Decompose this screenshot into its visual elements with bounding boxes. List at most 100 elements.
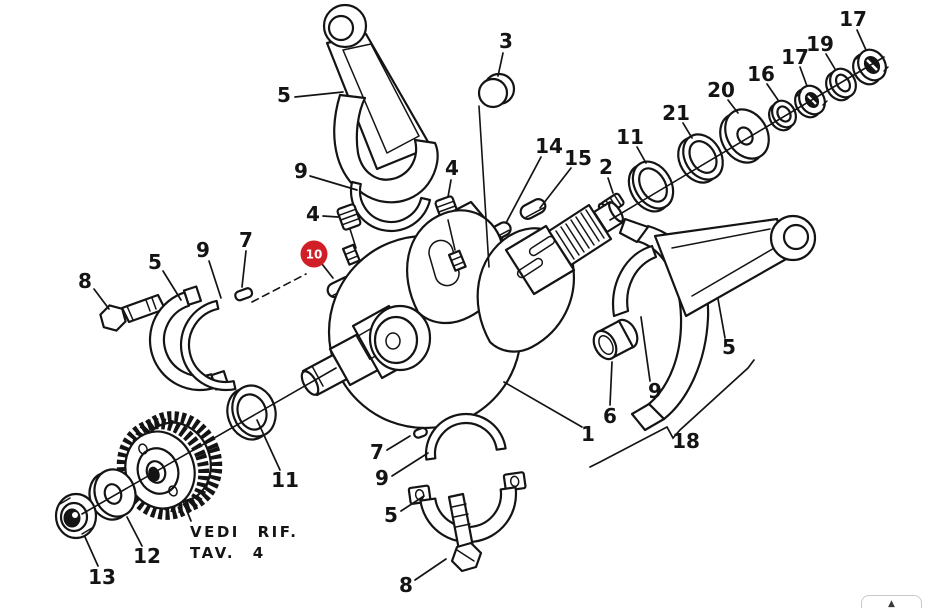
callout-13: 13 — [88, 565, 116, 589]
note-leader — [182, 500, 192, 522]
leader-line — [607, 177, 614, 194]
arrow-up-icon: ▲ — [888, 599, 895, 608]
leader-line — [309, 175, 358, 191]
stud-line-b — [447, 219, 456, 251]
callout-7: 7 — [239, 228, 253, 252]
leader-line — [503, 381, 583, 428]
diagram-parts — [54, 3, 889, 573]
callout-21: 21 — [662, 101, 690, 125]
stud-line-a — [349, 228, 357, 249]
callout-12: 12 — [133, 544, 161, 568]
callout-20: 20 — [707, 78, 735, 102]
cap-bolt-8b — [447, 492, 483, 573]
callout-5: 5 — [384, 503, 398, 527]
crankshaft — [300, 200, 625, 430]
leader-line — [539, 167, 572, 209]
leader-line — [636, 146, 647, 164]
leader-line — [727, 99, 739, 114]
rod-bearing-shell-top — [349, 180, 432, 233]
callout-5: 5 — [277, 83, 291, 107]
callout-19: 19 — [806, 32, 834, 56]
callout-9: 9 — [648, 379, 662, 403]
leader-line — [256, 419, 281, 471]
highlight-label: 10 — [306, 248, 323, 262]
callout-8: 8 — [399, 573, 413, 597]
scroll-top-button[interactable]: ▲ — [861, 595, 922, 608]
web-stud-a — [341, 243, 361, 266]
leader-line — [414, 558, 447, 581]
leader-line — [609, 361, 613, 406]
leader-line — [84, 536, 99, 567]
leader-line — [856, 29, 867, 51]
leader-line — [505, 156, 542, 224]
callout-1: 1 — [581, 422, 595, 446]
callout-4: 4 — [445, 156, 459, 180]
leader-line — [766, 83, 779, 101]
callout-3: 3 — [499, 29, 513, 53]
callout-9: 9 — [375, 466, 389, 490]
highlight-circle[interactable] — [300, 240, 328, 268]
assembly-axis-right — [609, 56, 885, 221]
woodruff-key-15 — [519, 198, 547, 220]
callout-2: 2 — [599, 155, 613, 179]
locating-pin-7a — [234, 287, 254, 302]
spacer-ring-21 — [677, 133, 724, 184]
shell-axis-dash — [251, 273, 307, 303]
leader-line — [799, 66, 808, 87]
main-bearing-bolt-8a — [99, 293, 167, 332]
reference-note-line1: VEDI RIF. — [190, 523, 298, 541]
washer-20 — [719, 108, 770, 164]
leader-line — [825, 53, 836, 70]
group-bracket-18 — [589, 359, 755, 468]
callout-14: 14 — [535, 134, 563, 158]
assembly-axis-left — [81, 367, 337, 515]
callout-11: 11 — [616, 125, 644, 149]
main-bearing-shell-9b — [424, 412, 507, 461]
spacer-ring-11 — [627, 160, 675, 213]
highlight-leader — [321, 263, 334, 279]
callout-5: 5 — [148, 250, 162, 274]
callout-7: 7 — [370, 440, 384, 464]
leader-line — [497, 52, 504, 77]
spacer-ring-11-left — [226, 384, 277, 441]
leader-line — [126, 516, 143, 547]
locating-pin-7b — [413, 426, 428, 439]
plug-position-line — [478, 105, 490, 268]
callout-17: 17 — [839, 7, 867, 31]
leader-line — [386, 435, 411, 451]
leader-line — [682, 122, 693, 139]
callout-8: 8 — [78, 269, 92, 293]
piston-pin-plug — [477, 72, 516, 109]
callout-9: 9 — [294, 159, 308, 183]
leader-line — [717, 298, 726, 339]
leader-line — [447, 179, 452, 198]
crank-shaft-right-end — [504, 200, 625, 296]
small-end-bush-6 — [592, 318, 639, 361]
leader-line — [640, 316, 651, 382]
callout-4: 4 — [306, 202, 320, 226]
connecting-rod-left — [322, 3, 439, 204]
web-stud-b — [447, 249, 467, 272]
leader-line — [322, 215, 339, 218]
leader-line — [400, 495, 425, 512]
callout-16: 16 — [747, 62, 775, 86]
main-bearing-shell-9a2 — [179, 299, 237, 392]
rod-bearing-shell-right — [612, 244, 658, 318]
callout-6: 6 — [603, 404, 617, 428]
leader-line — [93, 288, 110, 310]
leader-line — [241, 250, 247, 288]
callout-5: 5 — [722, 335, 736, 359]
callout-17: 17 — [781, 45, 809, 69]
leader-line — [294, 91, 344, 98]
reference-note-line2: TAV. 4 — [190, 544, 266, 562]
washer-12 — [88, 468, 137, 521]
leader-line — [162, 270, 182, 301]
rod-nut-left — [336, 203, 362, 231]
connecting-rod-right — [618, 214, 817, 432]
leader-line — [208, 260, 222, 299]
nut-13 — [54, 492, 98, 540]
callout-18: 18 — [672, 429, 700, 453]
